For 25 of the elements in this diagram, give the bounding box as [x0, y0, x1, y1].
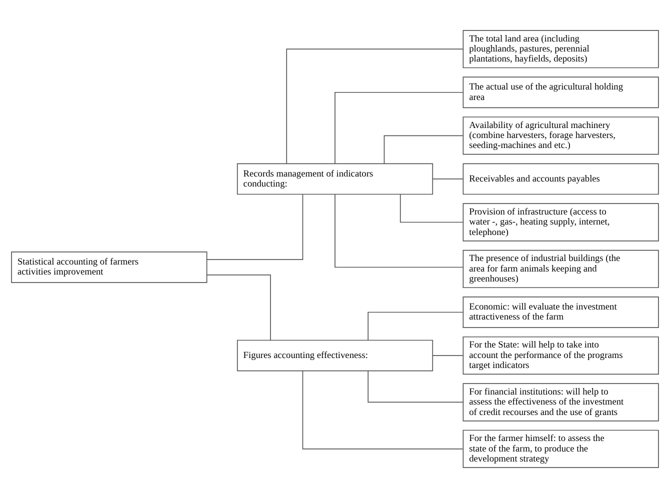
node-box: Availability of agricultural machinery (combine harvesters, forage harvesters, seeding-machines and etc.) [462, 116, 659, 154]
connector [286, 48, 464, 164]
node-box: For the farmer himself: to assess the state of the farm, to produce the development strategy [462, 429, 659, 468]
node-box: The presence of industrial buildings (the area for farm animals keeping and greenhouses) [462, 249, 659, 288]
connector [368, 370, 464, 402]
node-box: The actual use of the agricultural holding area [462, 76, 659, 108]
node-box: For the State: will help to take into account the performance of the programs target indicators [462, 336, 659, 374]
connector [334, 91, 464, 164]
connector [206, 194, 304, 260]
connector [400, 193, 464, 222]
node-box: Receivables and accounts payables [462, 162, 659, 194]
connector [432, 178, 464, 179]
connector [302, 370, 464, 449]
node-box: Statistical accounting of farmers activities improvement [11, 251, 208, 282]
connector [432, 354, 464, 356]
connector [368, 311, 464, 340]
connector [206, 274, 271, 340]
node-box: Records management of indicators conducting: [236, 162, 434, 194]
node-box: For financial institutions: will help to assess the effectiveness of the investment of credit recourses and the use of grants [462, 382, 659, 421]
node-box: Provision of infrastructure (access to water -, gas-, heating supply, internet, telephone) [462, 202, 659, 241]
node-box: Economic: will evaluate the investment attractiveness of the farm [462, 296, 659, 328]
connector [384, 134, 464, 164]
connector [334, 193, 464, 268]
node-box: The total land area (including ploughlands, pastures, perennial plantations, hayfields, deposits) [462, 29, 659, 68]
node-box: Figures accounting effectiveness: [236, 339, 434, 371]
